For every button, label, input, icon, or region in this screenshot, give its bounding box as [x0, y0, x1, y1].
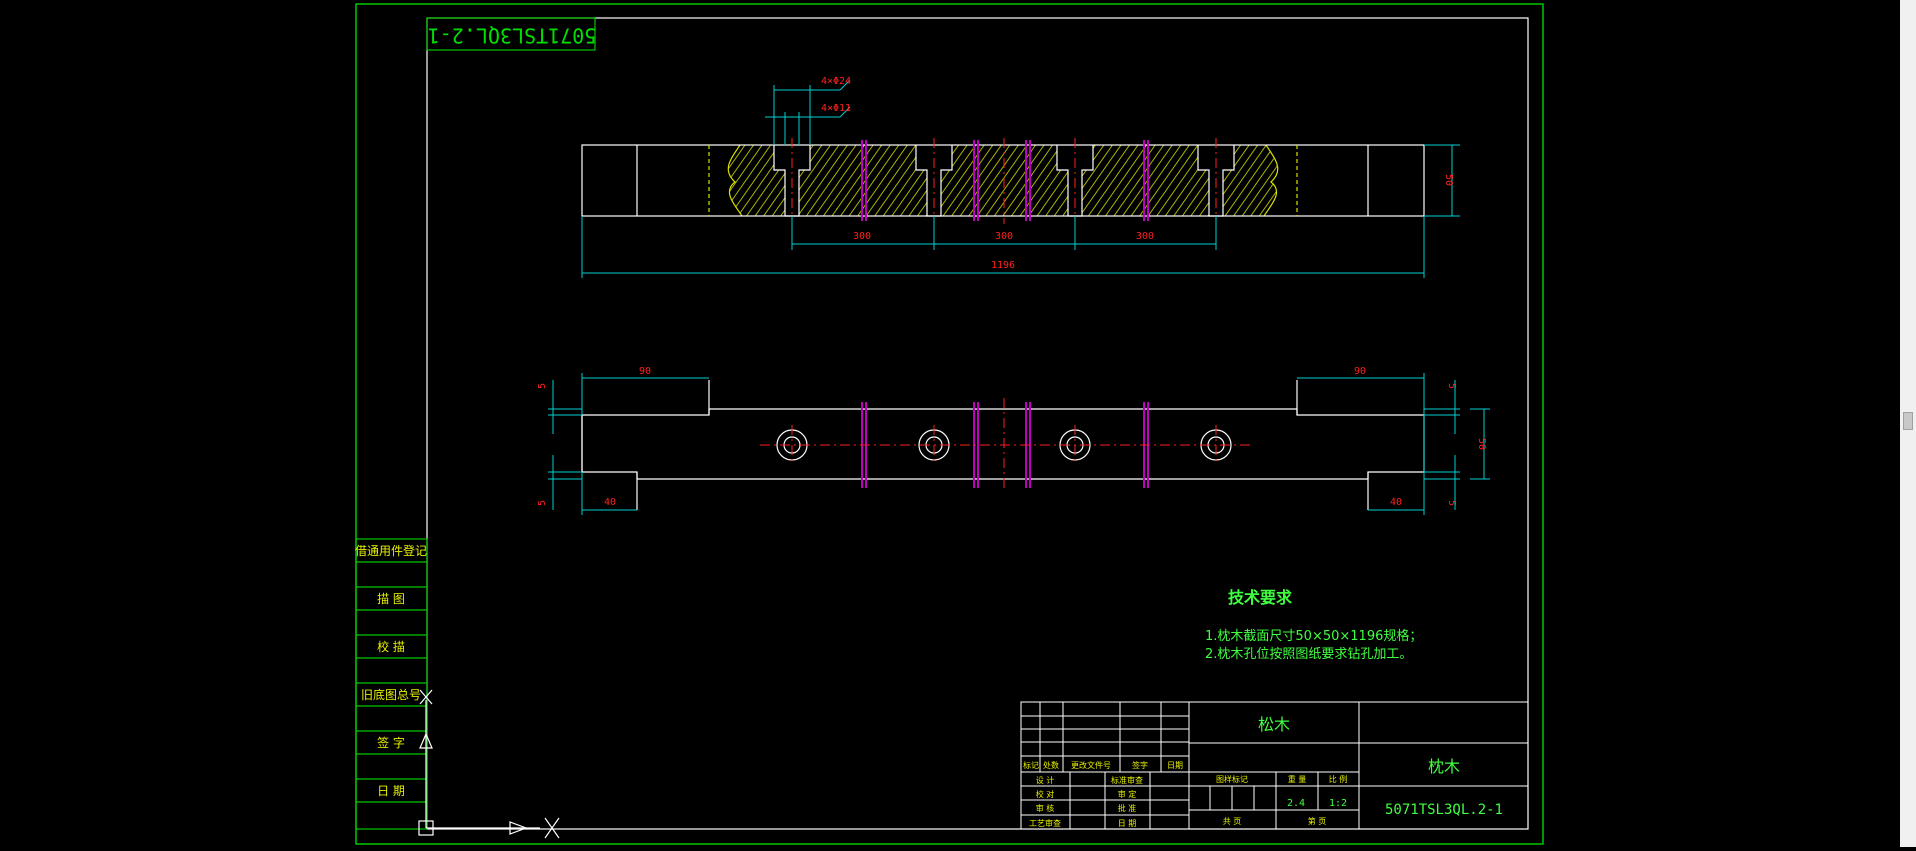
tb-process: 工艺审查	[1029, 818, 1061, 828]
dim-total: 1196	[991, 260, 1015, 271]
tb-design: 设 计	[1036, 775, 1055, 785]
tb-weight: 2.4	[1287, 798, 1305, 809]
tech-requirements: 技术要求 1.枕木截面尺寸50×50×1196规格； 2.枕木孔位按照图纸要求钻…	[1205, 588, 1422, 662]
outer-border	[355, 3, 1544, 845]
dim-right-top: 90	[1354, 366, 1366, 377]
tb-day: 日 期	[1118, 819, 1137, 828]
dim-left-notch-top: 5	[537, 383, 548, 389]
tb-h-count: 处数	[1043, 760, 1059, 770]
tb-h-date: 日期	[1167, 761, 1183, 770]
strip-label-2: 描 图	[377, 592, 405, 606]
tb-approve: 批 准	[1118, 803, 1137, 813]
ucs-icon	[418, 689, 560, 839]
dim-pitch-3: 300	[1136, 231, 1154, 242]
tb-audit: 审 定	[1118, 789, 1137, 799]
callout-counterbore: 4×Φ24	[821, 76, 851, 87]
code-box	[426, 17, 596, 51]
title-block	[1020, 701, 1529, 830]
dim-pitch-2: 300	[995, 231, 1013, 242]
mirrored-drawing-code: 5071TSL3QL.2-1	[428, 24, 597, 48]
tb-h-sign: 签字	[1132, 760, 1148, 770]
vertical-scrollbar[interactable]	[1900, 0, 1916, 847]
strip-label-4: 旧底图总号	[361, 687, 421, 702]
inner-border	[426, 17, 1529, 830]
tb-drawing-no: 5071TSL3QL.2-1	[1385, 802, 1503, 818]
dim-right-notch-top: 5	[1446, 383, 1457, 389]
tb-total: 共 页	[1223, 817, 1242, 826]
tb-page: 第 页	[1308, 816, 1327, 826]
plan-view: 90 90 40 40 5 5 5 5 50	[537, 366, 1490, 515]
dim-right-bottom: 40	[1390, 497, 1402, 508]
dim-right-notch-bottom: 5	[1446, 500, 1457, 506]
tb-review: 审 核	[1036, 803, 1055, 813]
strip-label-6: 日 期	[377, 784, 405, 798]
strip-label-5: 签 字	[377, 735, 405, 750]
tb-h-stage: 图样标记	[1216, 774, 1248, 784]
tb-h-mark: 标记	[1023, 760, 1039, 770]
tech-req-line-1: 1.枕木截面尺寸50×50×1196规格；	[1205, 628, 1422, 644]
strip-label-1: 借通用件登记	[355, 543, 427, 558]
tb-h-scale: 比 例	[1329, 774, 1348, 784]
section-view: 4×Φ24 4×Φ11 300 300 300 1196 50	[581, 76, 1460, 278]
scrollbar-thumb[interactable]	[1903, 412, 1913, 430]
left-strip	[355, 538, 428, 830]
dim-left-bottom: 40	[604, 497, 616, 508]
tech-req-title: 技术要求	[1228, 588, 1293, 607]
tb-h-docno: 更改文件号	[1071, 760, 1111, 770]
dim-height-plan: 50	[1476, 438, 1487, 450]
tb-material: 松木	[1258, 715, 1290, 734]
strip-label-3: 校 描	[377, 639, 405, 654]
dim-left-top: 90	[639, 366, 651, 377]
tb-part-name: 枕木	[1428, 757, 1460, 776]
dim-pitch-1: 300	[853, 231, 871, 242]
dim-height-top: 50	[1443, 174, 1454, 186]
dim-left-notch-bottom: 5	[537, 500, 548, 506]
tb-std: 标准审查	[1111, 775, 1143, 785]
tb-scale: 1:2	[1329, 798, 1347, 809]
tb-h-weight: 重 量	[1288, 774, 1307, 784]
tech-req-line-2: 2.枕木孔位按照图纸要求钻孔加工。	[1205, 647, 1412, 662]
tb-check: 校 对	[1036, 789, 1055, 799]
callout-hole: 4×Φ11	[821, 103, 851, 114]
